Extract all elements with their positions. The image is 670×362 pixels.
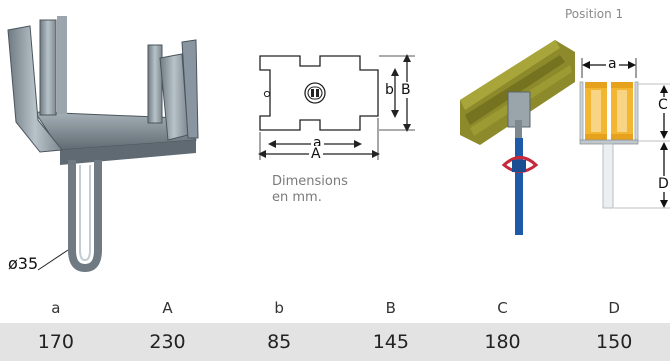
table-cell: 145 [372,331,409,353]
table-header-cell: D [608,299,620,317]
dimensions-table-row: 170 230 85 145 180 150 [0,323,670,361]
dimensions-note-line1: Dimensions [272,174,348,189]
plan-label-b: b [385,82,394,98]
table-header-cell: B [385,299,396,317]
table-cell: 85 [267,331,292,353]
diameter-label: ø35 [8,254,39,273]
table-cell: 230 [149,331,186,353]
product-photo [0,0,205,290]
table-cell: 150 [596,331,633,353]
usage-photo [460,40,575,235]
plan-label-A: A [309,146,323,162]
table-header-cell: b [274,299,284,317]
position-label-D: D [658,176,669,192]
position-label-a: a [606,56,619,72]
table-header-cell: A [162,299,173,317]
plan-label-B: B [401,82,411,98]
table-cell: 180 [484,331,521,353]
u-fork-illustration [7,16,199,273]
dimensions-note-line2: en mm. [272,190,322,205]
dimensions-table-header: a A b B C D [0,296,670,320]
plan-view-diagram [245,50,420,190]
table-cell: 170 [37,331,74,353]
position-label-C: C [658,97,668,113]
position-diagram [578,50,670,220]
table-header-cell: a [51,299,61,317]
table-header-cell: C [497,299,508,317]
position-label: Position 1 [565,7,624,21]
